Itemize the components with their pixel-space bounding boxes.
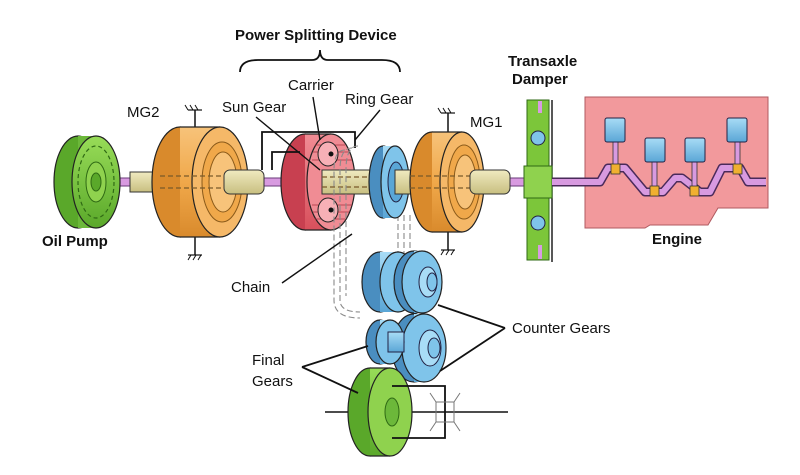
label-sun-gear: Sun Gear (222, 99, 286, 116)
cylinder-3 (684, 137, 706, 197)
label-engine: Engine (652, 231, 702, 248)
mg1-motor-generator (394, 107, 511, 256)
planetary-gear-set (261, 131, 383, 231)
mg2-motor-generator (129, 104, 265, 261)
damper-spring-bottom (530, 215, 546, 231)
oil-pump (53, 135, 121, 229)
label-oil-pump: Oil Pump (42, 233, 108, 250)
label-mg2: MG2 (127, 104, 160, 121)
labels: Power Splitting Device Carrier Sun Gear … (42, 27, 702, 394)
cylinder-2 (644, 137, 666, 197)
brace (239, 49, 401, 73)
final-gears (325, 319, 508, 457)
label-counter-gears: Counter Gears (512, 320, 610, 337)
label-damper: Damper (512, 71, 568, 88)
label-final: Final (252, 352, 285, 369)
cylinders (604, 117, 748, 197)
damper-spring-top (530, 130, 546, 146)
counter-gears (361, 250, 447, 383)
pinion-gear-bottom (317, 197, 339, 223)
cylinder-4 (726, 117, 748, 175)
engine (552, 96, 769, 229)
label-transaxle: Transaxle (508, 53, 577, 70)
label-power-splitting-device: Power Splitting Device (235, 27, 397, 44)
pinion-gear-top (317, 141, 339, 167)
label-gears: Gears (252, 373, 293, 390)
label-chain: Chain (231, 279, 270, 296)
transaxle-damper (523, 99, 553, 262)
cylinder-1 (604, 117, 626, 175)
label-mg1: MG1 (470, 114, 503, 131)
label-carrier: Carrier (288, 77, 334, 94)
differential-case (392, 385, 446, 439)
label-ring-gear: Ring Gear (345, 91, 413, 108)
